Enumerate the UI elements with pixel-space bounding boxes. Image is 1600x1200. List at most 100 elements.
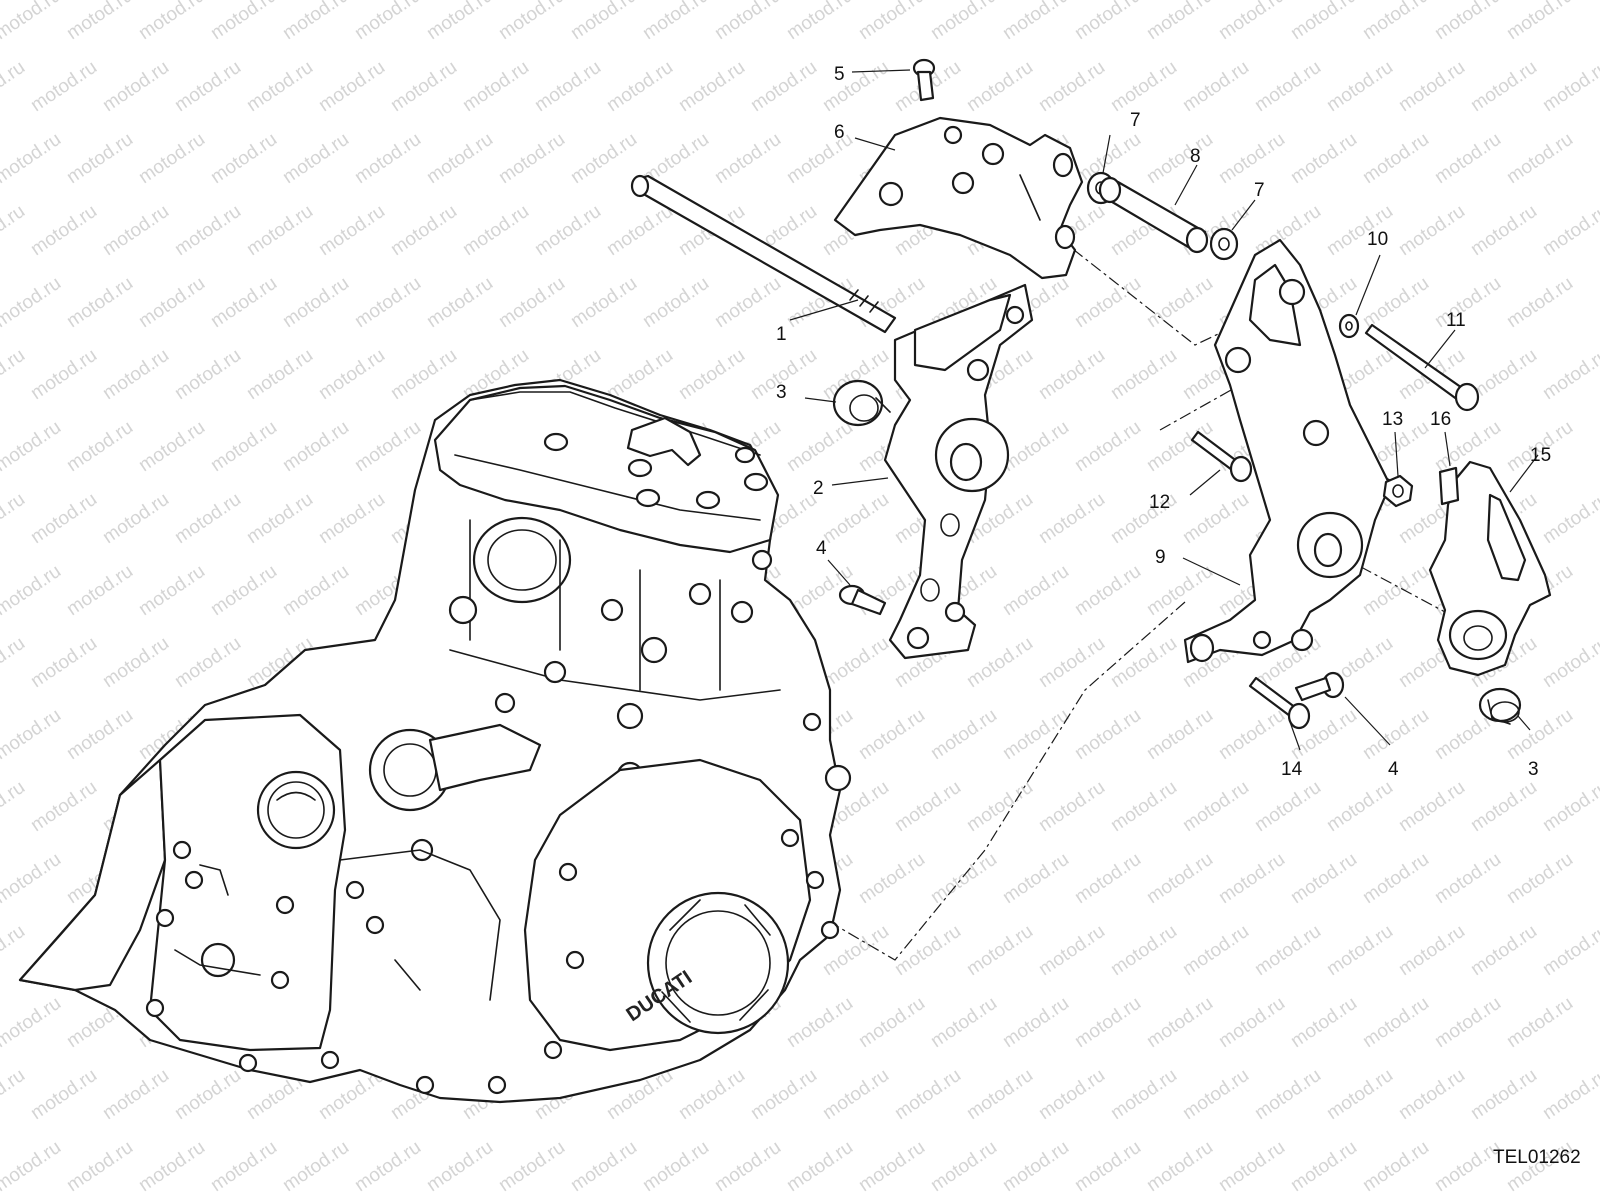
- part-5-top-screw: [912, 58, 936, 102]
- watermark-text: motod.ru: [207, 561, 281, 620]
- watermark-text: motod.ru: [1395, 57, 1469, 116]
- watermark-text: motod.ru: [207, 0, 281, 44]
- watermark-text: motod.ru: [927, 0, 1001, 44]
- watermark-text: motod.ru: [279, 273, 353, 332]
- watermark-text: motod.ru: [1431, 849, 1505, 908]
- part-11-long-screw: [1364, 323, 1480, 412]
- watermark-text: motod.ru: [639, 1137, 713, 1196]
- watermark-text: motod.ru: [999, 417, 1073, 476]
- watermark-text: motod.ru: [1215, 129, 1289, 188]
- callout-3-right: 3: [1528, 759, 1539, 780]
- watermark-text: motod.ru: [783, 993, 857, 1052]
- watermark-text: motod.ru: [279, 417, 353, 476]
- watermark-text: motod.ru: [999, 849, 1073, 908]
- watermark-text: motod.ru: [1287, 993, 1361, 1052]
- watermark-text: motod.ru: [207, 273, 281, 332]
- watermark-text: motod.ru: [1431, 0, 1505, 44]
- watermark-text: motod.ru: [1143, 561, 1217, 620]
- oil-cap: [256, 770, 336, 850]
- watermark-text: motod.ru: [711, 273, 785, 332]
- watermark-text: motod.ru: [135, 273, 209, 332]
- watermark-text: motod.ru: [1107, 633, 1181, 692]
- watermark-text: motod.ru: [855, 1137, 929, 1196]
- part-7-washer-b: [1209, 227, 1239, 261]
- watermark-text: motod.ru: [1035, 1065, 1109, 1124]
- watermark-text: motod.ru: [747, 1065, 821, 1124]
- watermark-text: motod.ru: [135, 1137, 209, 1196]
- watermark-text: motod.ru: [1359, 705, 1433, 764]
- watermark-text: motod.ru: [1467, 57, 1541, 116]
- watermark-text: motod.ru: [1359, 561, 1433, 620]
- watermark-text: motod.ru: [279, 129, 353, 188]
- watermark-text: motod.ru: [0, 345, 29, 404]
- watermark-text: motod.ru: [1467, 1065, 1541, 1124]
- watermark-text: motod.ru: [351, 273, 425, 332]
- watermark-text: motod.ru: [1215, 1137, 1289, 1196]
- watermark-text: motod.ru: [1251, 57, 1325, 116]
- watermark-text: motod.ru: [1539, 921, 1600, 980]
- watermark-text: motod.ru: [27, 633, 101, 692]
- watermark-text: motod.ru: [1467, 921, 1541, 980]
- watermark-text: motod.ru: [135, 417, 209, 476]
- watermark-text: motod.ru: [495, 0, 569, 44]
- watermark-text: motod.ru: [171, 489, 245, 548]
- part-10-washer: [1338, 313, 1360, 339]
- watermark-text: motod.ru: [1467, 777, 1541, 836]
- part-9-right-bracket: [1183, 238, 1392, 664]
- watermark-text: motod.ru: [675, 57, 749, 116]
- watermark-text: motod.ru: [1179, 777, 1253, 836]
- watermark-text: motod.ru: [351, 129, 425, 188]
- watermark-text: motod.ru: [819, 1065, 893, 1124]
- watermark-text: motod.ru: [1539, 777, 1600, 836]
- watermark-text: motod.ru: [1215, 993, 1289, 1052]
- watermark-text: motod.ru: [999, 0, 1073, 44]
- watermark-text: motod.ru: [1539, 1065, 1600, 1124]
- watermark-text: motod.ru: [1071, 417, 1145, 476]
- watermark-text: motod.ru: [135, 129, 209, 188]
- watermark-text: motod.ru: [603, 201, 677, 260]
- callout-leaders: [789, 69, 1539, 751]
- watermark-text: motod.ru: [0, 561, 65, 620]
- watermark-text: motod.ru: [99, 201, 173, 260]
- front-cover: [148, 713, 347, 1052]
- watermark-text: motod.ru: [675, 345, 749, 404]
- watermark-text: motod.ru: [1143, 0, 1217, 44]
- watermark-text: motod.ru: [1035, 921, 1109, 980]
- watermark-text: motod.ru: [0, 921, 29, 980]
- part-13-nut: [1382, 474, 1414, 508]
- watermark-text: motod.ru: [0, 633, 29, 692]
- watermark-text: motod.ru: [63, 1137, 137, 1196]
- watermark-text: motod.ru: [891, 1065, 965, 1124]
- callout-16: 16: [1430, 409, 1451, 430]
- watermark-text: motod.ru: [351, 417, 425, 476]
- watermark-text: motod.ru: [1071, 705, 1145, 764]
- watermark-text: motod.ru: [171, 1065, 245, 1124]
- callout-15: 15: [1530, 445, 1551, 466]
- watermark-text: motod.ru: [1323, 1065, 1397, 1124]
- watermark-text: motod.ru: [99, 489, 173, 548]
- watermark-text: motod.ru: [999, 705, 1073, 764]
- watermark-text: motod.ru: [1071, 1137, 1145, 1196]
- watermark-text: motod.ru: [351, 1137, 425, 1196]
- watermark-text: motod.ru: [27, 1065, 101, 1124]
- watermark-text: motod.ru: [243, 489, 317, 548]
- watermark-text: motod.ru: [747, 57, 821, 116]
- watermark-text: motod.ru: [99, 345, 173, 404]
- watermark-text: motod.ru: [1539, 201, 1600, 260]
- part-2-left-bracket: [883, 283, 1034, 660]
- watermark-text: motod.ru: [1143, 849, 1217, 908]
- callout-7-b: 7: [1254, 180, 1265, 201]
- watermark-text: motod.ru: [1179, 1065, 1253, 1124]
- watermark-text: motod.ru: [999, 1137, 1073, 1196]
- watermark-text: motod.ru: [0, 993, 65, 1052]
- watermark-text: motod.ru: [567, 1137, 641, 1196]
- watermark-text: motod.ru: [1503, 273, 1577, 332]
- watermark-text: motod.ru: [63, 0, 137, 44]
- watermark-text: motod.ru: [495, 273, 569, 332]
- watermark-text: motod.ru: [1359, 849, 1433, 908]
- watermark-text: motod.ru: [711, 1137, 785, 1196]
- callout-4-right: 4: [1388, 759, 1399, 780]
- watermark-text: motod.ru: [1143, 273, 1217, 332]
- watermark-text: motod.ru: [963, 777, 1037, 836]
